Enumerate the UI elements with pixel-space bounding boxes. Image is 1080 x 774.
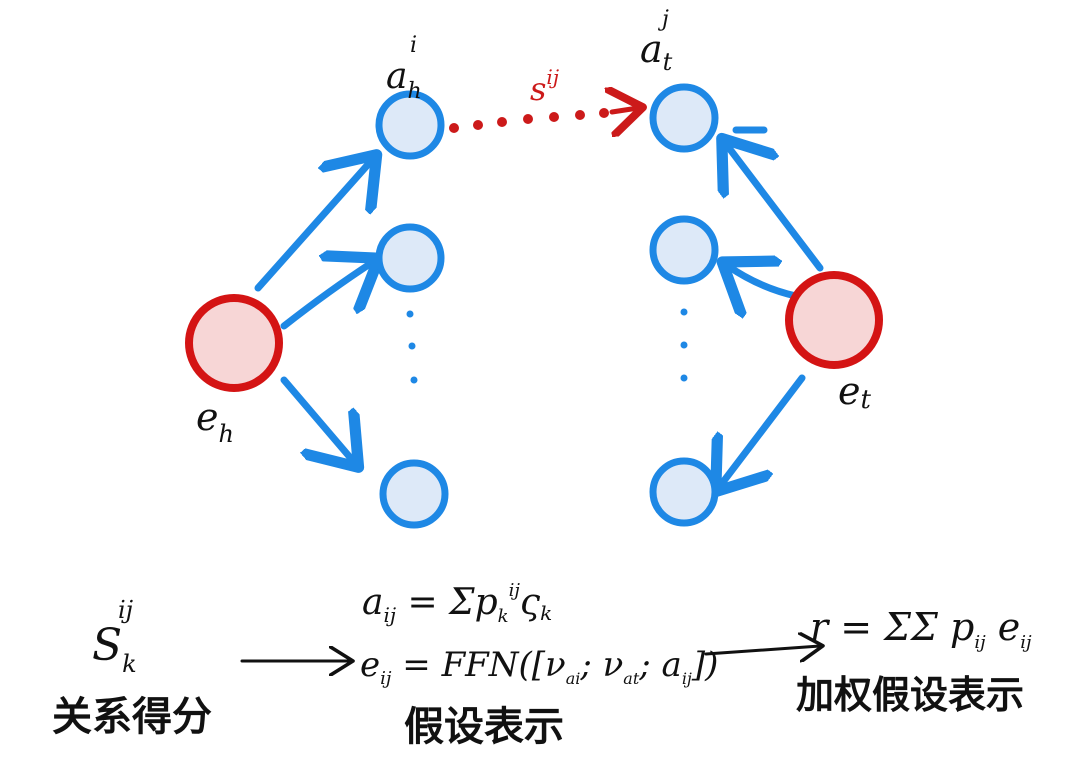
formula-aggregation: aij = Σpkijςk bbox=[362, 580, 552, 627]
formula-hypothesis: eij = FFN([νai; νat; aij]) bbox=[360, 645, 718, 689]
arrow-head-to-node-4 bbox=[280, 376, 354, 462]
node-left-1 bbox=[375, 90, 445, 160]
caption-relation-score: 关系得分 bbox=[52, 694, 212, 740]
arrow-tail-to-node-2 bbox=[728, 266, 800, 296]
arrow-head-to-node-2 bbox=[280, 262, 373, 330]
arrow-tail-to-node-4 bbox=[720, 374, 806, 486]
formula-s-k-ij-sup: ij bbox=[118, 596, 134, 624]
tail-entity-node bbox=[785, 271, 883, 369]
label-a-t-j: at bbox=[640, 27, 673, 76]
label-a-h-i: ah bbox=[386, 56, 422, 104]
formula-result: r = ΣΣ pij eij bbox=[810, 605, 1032, 653]
node-right-2 bbox=[649, 215, 719, 285]
label-e-h: eh bbox=[196, 395, 234, 448]
caption-hypothesis: 假设表示 bbox=[404, 704, 564, 750]
caption-weighted-hypothesis: 加权假设表示 bbox=[796, 673, 1024, 717]
arrow-head-to-node-1 bbox=[254, 160, 372, 292]
node-left-4 bbox=[379, 459, 449, 529]
node-left-2 bbox=[375, 223, 445, 293]
ellipsis-right bbox=[680, 308, 688, 382]
formula-s-k-ij: Sk bbox=[92, 620, 137, 678]
node-right-1 bbox=[649, 83, 719, 153]
node-right-4 bbox=[649, 457, 719, 527]
arrow-tail-to-node-1 bbox=[726, 144, 824, 272]
label-s-ij: sij bbox=[530, 65, 559, 108]
label-a-h-i-sup: i bbox=[410, 33, 417, 58]
ellipsis-left bbox=[406, 310, 418, 384]
relation-dotted-arrow bbox=[449, 108, 638, 133]
label-e-t: et bbox=[838, 369, 872, 415]
head-entity-node bbox=[185, 294, 283, 392]
arrow-hypothesis-to-result bbox=[704, 646, 820, 654]
